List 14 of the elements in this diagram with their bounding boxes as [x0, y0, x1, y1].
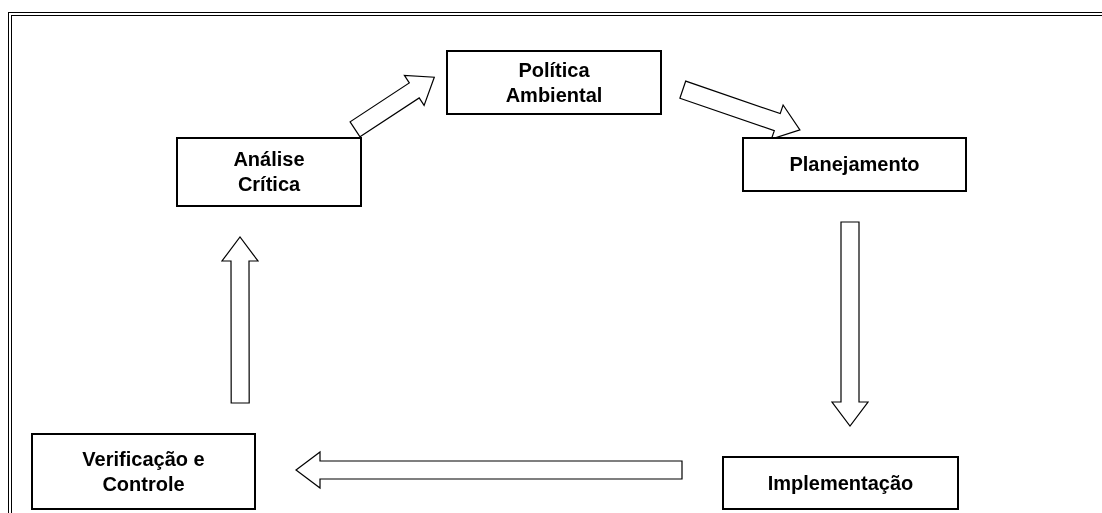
process-box [742, 137, 967, 192]
box-label: Planejamento [789, 152, 920, 177]
block-arrow [830, 221, 870, 427]
block-arrow [295, 450, 683, 490]
box-label: Política Ambiental [504, 57, 604, 108]
box-label: Implementação [767, 470, 914, 496]
block-arrow [349, 74, 436, 138]
process-box [446, 50, 662, 115]
process-box [722, 456, 959, 510]
block-arrow [220, 236, 260, 404]
box-label: Verificação e Controle [81, 446, 206, 497]
process-box [31, 433, 256, 510]
box-label: Análise Crítica [232, 147, 306, 197]
process-box [176, 137, 362, 207]
